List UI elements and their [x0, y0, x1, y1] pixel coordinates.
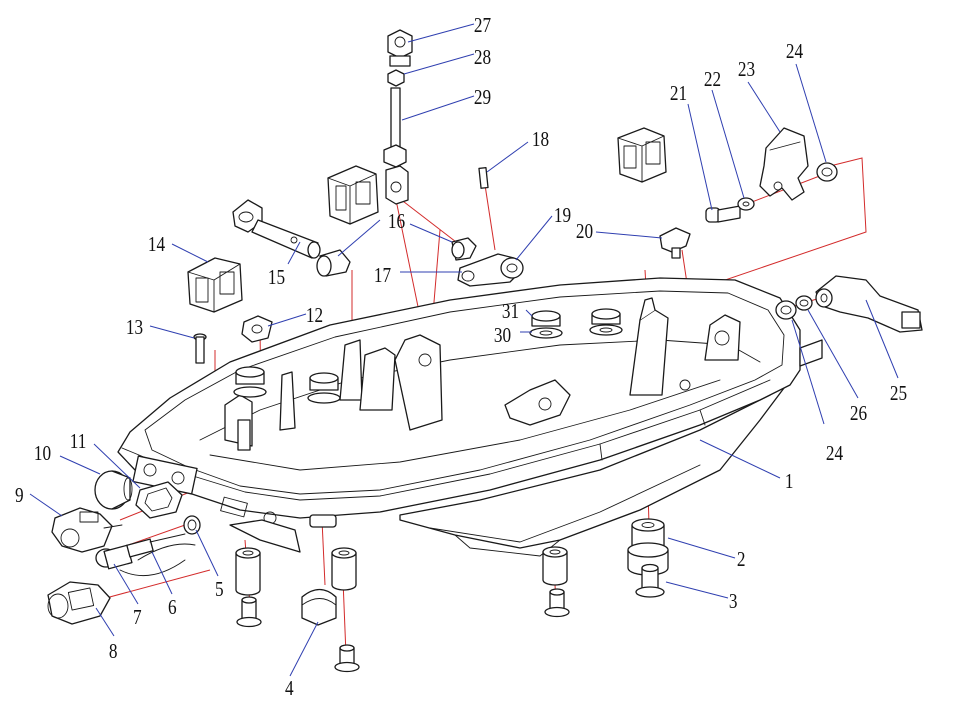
callout-6: 6 — [168, 597, 177, 620]
nuts-washers-clips — [187, 257, 623, 404]
callout-7: 7 — [133, 607, 142, 630]
callout-24-upper: 24 — [786, 41, 804, 64]
callout-12: 12 — [306, 305, 323, 328]
callout-9: 9 — [15, 485, 24, 508]
callout-2: 2 — [737, 549, 746, 572]
callout-11: 11 — [70, 431, 87, 454]
callout-31: 31 — [502, 301, 519, 324]
callout-22: 22 — [704, 69, 721, 92]
callout-20: 20 — [576, 221, 593, 244]
callout-28: 28 — [474, 47, 491, 70]
callout-14: 14 — [148, 234, 166, 257]
callout-19: 19 — [554, 205, 571, 228]
callout-1: 1 — [785, 471, 794, 494]
callout-4: 4 — [285, 678, 294, 701]
front-switch-components — [47, 470, 201, 625]
callout-15: 15 — [268, 267, 285, 290]
mount-rubber-grommets — [235, 518, 669, 673]
shift-linkage-parts — [232, 29, 691, 287]
callout-26: 26 — [850, 403, 868, 426]
lower-cowling-body — [117, 277, 823, 557]
callout-24-lower: 24 — [826, 443, 844, 466]
callout-17: 17 — [374, 265, 392, 288]
callout-30: 30 — [494, 325, 511, 348]
latch-assembly — [705, 127, 923, 333]
callout-25: 25 — [890, 383, 907, 406]
callout-21: 21 — [670, 83, 687, 106]
callout-29: 29 — [474, 87, 491, 110]
callout-18: 18 — [532, 129, 549, 152]
callout-3: 3 — [729, 591, 738, 614]
callout-23: 23 — [738, 59, 755, 82]
callout-10: 10 — [34, 443, 51, 466]
callout-numbers: 1 2 3 4 5 6 7 8 9 10 11 12 13 14 15 16 1… — [15, 15, 907, 701]
callout-16: 16 — [388, 211, 406, 234]
callout-27: 27 — [474, 15, 492, 38]
callout-leader-lines — [29, 23, 899, 677]
callout-5: 5 — [215, 579, 224, 602]
callout-8: 8 — [109, 641, 118, 664]
callout-13: 13 — [126, 317, 143, 340]
